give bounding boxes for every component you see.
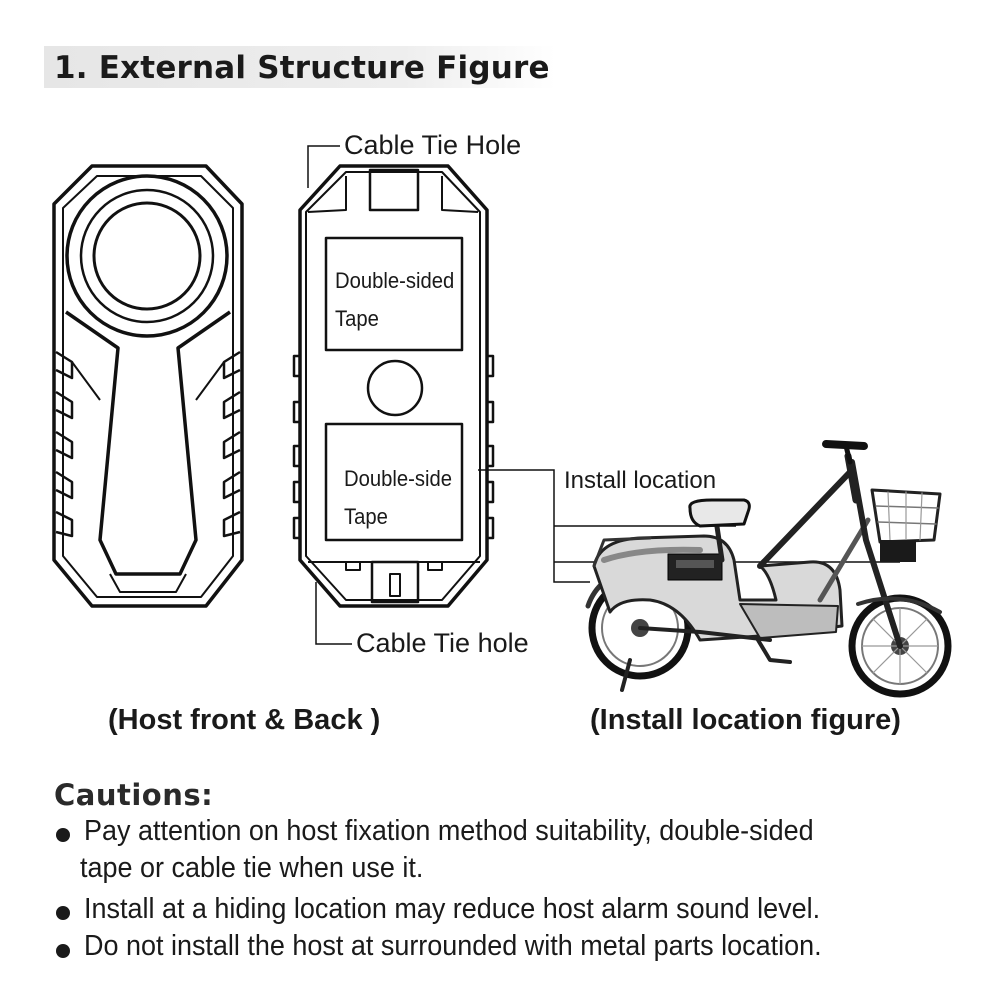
caution-2: Install at a hiding location may reduce … <box>84 893 821 925</box>
alarm-host-back-icon <box>292 164 495 608</box>
cable-tie-hole-bottom-label: Cable Tie hole <box>356 628 529 658</box>
caution-1-line2: tape or cable tie when use it. <box>80 852 424 884</box>
install-location-label: Install location <box>564 467 717 494</box>
cautions-heading: Cautions: <box>54 778 214 812</box>
tape-bottom-line2: Tape <box>344 504 388 529</box>
title-band <box>44 46 556 88</box>
tape-top-line2: Tape <box>335 306 379 331</box>
tape-top-line1: Double-sided <box>335 268 455 293</box>
tape-bottom-label: Double-side Tape <box>344 460 452 536</box>
tape-top-label: Double-sided Tape <box>335 262 454 338</box>
electric-bike-icon <box>585 440 952 698</box>
caution-3: Do not install the host at surrounded wi… <box>84 930 822 962</box>
install-caption: (Install location figure) <box>590 704 901 736</box>
caution-1-line1: Pay attention on host fixation method su… <box>84 815 814 847</box>
host-caption: (Host front & Back ) <box>108 704 381 736</box>
bullet-icon <box>56 828 70 842</box>
bullet-icon <box>56 906 70 920</box>
bullet-icon <box>56 944 70 958</box>
tape-bottom-line1: Double-side <box>344 466 453 491</box>
section-title: 1. External Structure Figure <box>54 50 550 86</box>
alarm-host-front-icon <box>52 164 244 608</box>
cable-tie-hole-top-label: Cable Tie Hole <box>344 130 522 160</box>
